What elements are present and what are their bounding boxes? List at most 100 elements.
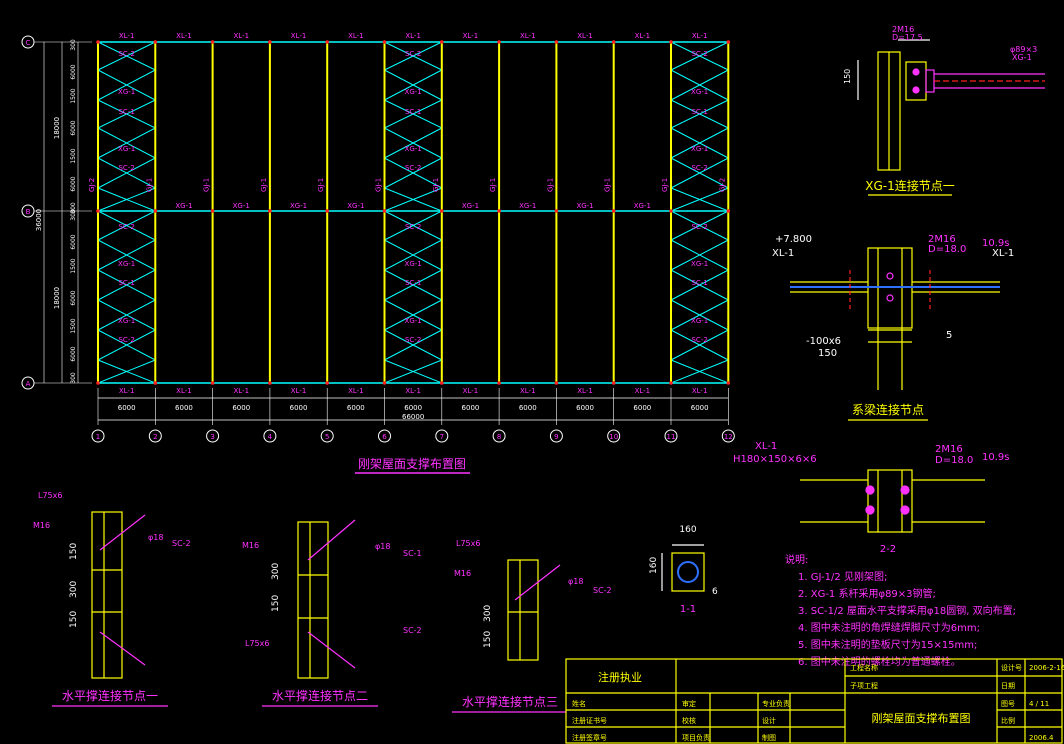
brace-label: XG-1 [118,88,135,96]
mid-beam-label: XG-1 [347,202,364,210]
brace-line [384,127,443,159]
beam-node-label: XL-1 [772,248,794,259]
bot-beam-label: XL-1 [635,387,651,395]
brace-line [384,299,443,331]
brace-line [384,69,443,101]
sec22-label: 2M16 [935,444,963,455]
brace-label: XG-1 [405,88,422,96]
brace-label: SC-2 [691,50,707,58]
axis-bubble [549,429,563,443]
axis-bubble [492,429,506,443]
brace-label: SC-2 [118,50,134,58]
bot-beam-label: XL-1 [176,387,192,395]
h2-label: L75x6 [245,639,269,648]
brace-label: XG-1 [691,88,708,96]
axis-label: 10 [609,433,618,441]
side-dim: 6000 [70,120,77,135]
horizontal-brace-node-3 [507,559,561,661]
axis-label: 3 [210,433,214,441]
title-stamp: 注册执业 [598,670,642,684]
brace-line [97,329,156,361]
gj-label: GJ-1 [661,178,669,192]
horizontal-brace-node-1 [91,511,146,679]
brace-line [97,157,156,189]
h1-title: 水平撑连接节点一 [62,688,158,703]
column-node [726,381,731,385]
column-node [268,209,272,213]
axis-label: 4 [268,433,273,441]
axis-bubble [607,429,621,443]
bay-dim: 6000 [519,404,537,412]
brace-label: SC-2 [691,164,707,172]
brace-line [670,299,729,331]
brace-label: SC-2 [405,336,421,344]
brace-line [670,187,729,212]
top-beam-label: XL-1 [176,32,192,40]
brace-line [97,239,156,271]
side-dim: 6000 [70,176,77,191]
brace-label: XG-1 [118,145,135,153]
beam-node-label: 2M16 [928,234,956,245]
side-dim: 1500 [70,88,77,103]
brace-line [97,269,156,301]
column-node [153,40,158,44]
side-dim: 1500 [70,258,77,273]
brace-line [384,210,443,241]
column-node [96,209,100,213]
column-node [554,381,559,385]
xg-node-dim: 150 [843,69,852,84]
tb-right-val: 4 / 11 [1029,700,1049,708]
section-1-1 [661,544,705,592]
brace-label: SC-1 [405,279,421,287]
gj-label: GJ-2 [88,178,96,192]
column-node [554,209,559,213]
brace-label: XG-1 [118,317,135,325]
brace-line [384,269,443,301]
axis-label: 5 [325,433,329,441]
notes-header: 说明: [785,553,808,566]
sec22-label: D=18.0 [935,455,973,466]
xg-node-label: D=17.5 [892,33,923,42]
bot-beam-label: XL-1 [463,387,479,395]
gj-label: GJ-1 [604,178,612,192]
h1-dim: 150 [69,543,79,560]
tb-mid-row: 审定 [682,699,696,708]
brace-label: SC-1 [118,279,134,287]
axis-bubble [435,429,449,443]
axis-label: 1 [96,433,100,441]
gj-label: GJ-1 [260,178,268,192]
xg-node-detail [857,39,1045,171]
column-node [382,209,387,213]
brace-line [670,41,729,71]
column-node [153,209,158,213]
sec11-dim: 160 [679,525,696,535]
axis-label: C [26,39,31,47]
beam-node-elev: +7.800 [775,234,812,245]
h3-title: 水平撑连接节点三 [462,694,558,709]
bay-dim: 6000 [404,404,422,412]
brace-line [670,157,729,189]
axis-label: A [26,380,31,388]
tb-right-key: 图号 [1001,700,1015,708]
column-node [210,209,215,213]
bay-dim: 6000 [118,404,136,412]
bay-dim: 6000 [576,404,594,412]
bay-dim: 6000 [633,404,651,412]
brace-label: SC-1 [405,108,421,116]
side-dim: 6000 [70,234,77,249]
h2-title: 水平撑连接节点二 [272,688,368,703]
axis-label: B [26,208,31,216]
xg-node-label: 2M16 [892,25,914,34]
gj-label: GJ-1 [145,178,153,192]
brace-line [97,299,156,331]
bay-dim: 6000 [290,404,308,412]
mid-beam-label: XG-1 [462,202,479,210]
column-node [210,40,215,44]
sec11-title: 1-1 [680,604,696,615]
h3-dim: 150 [483,631,493,648]
note-item: 1. GJ-1/2 见刚架图; [798,571,887,583]
axis-label: 7 [440,433,444,441]
note-item: 3. SC-1/2 屋面水平支撑采用φ18圆钢, 双向布置; [798,604,1016,617]
gj-label: GJ-1 [375,178,383,192]
